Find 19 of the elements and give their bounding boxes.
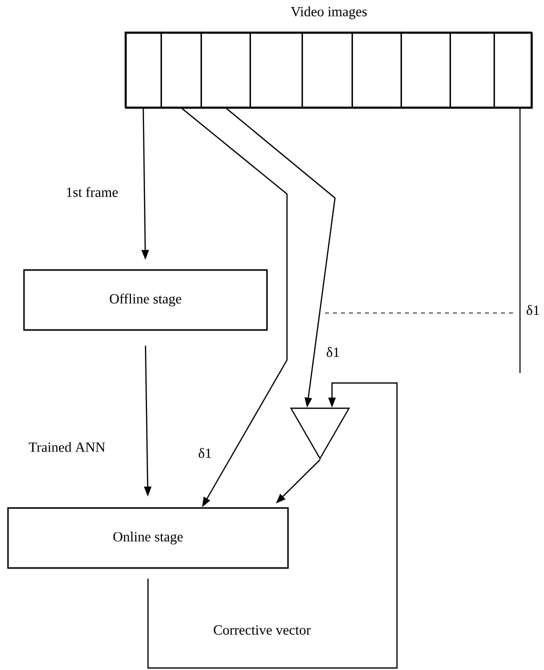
edge-label: δ1 bbox=[324, 346, 342, 358]
process-box: Offline stage bbox=[23, 269, 268, 331]
strip-heading: Video images bbox=[290, 6, 367, 20]
frame-cell bbox=[494, 32, 532, 108]
frame-cell bbox=[124, 32, 162, 108]
edge-label: Corrective vector bbox=[212, 624, 312, 636]
frame-cell bbox=[400, 32, 451, 108]
frame-cell bbox=[200, 32, 251, 108]
frame-cell bbox=[250, 32, 303, 108]
edge-label: 1st frame bbox=[64, 186, 120, 198]
dimension-label: δ1 bbox=[526, 305, 539, 315]
frame-cell bbox=[450, 32, 495, 108]
process-box: Online stage bbox=[7, 507, 289, 569]
frame-cell bbox=[302, 32, 353, 108]
arrow bbox=[147, 382, 398, 669]
edge-label: Trained ANN bbox=[27, 440, 107, 454]
frame-cell bbox=[352, 32, 402, 108]
frame-cell bbox=[160, 32, 202, 108]
edge-label: δ1 bbox=[196, 446, 214, 460]
